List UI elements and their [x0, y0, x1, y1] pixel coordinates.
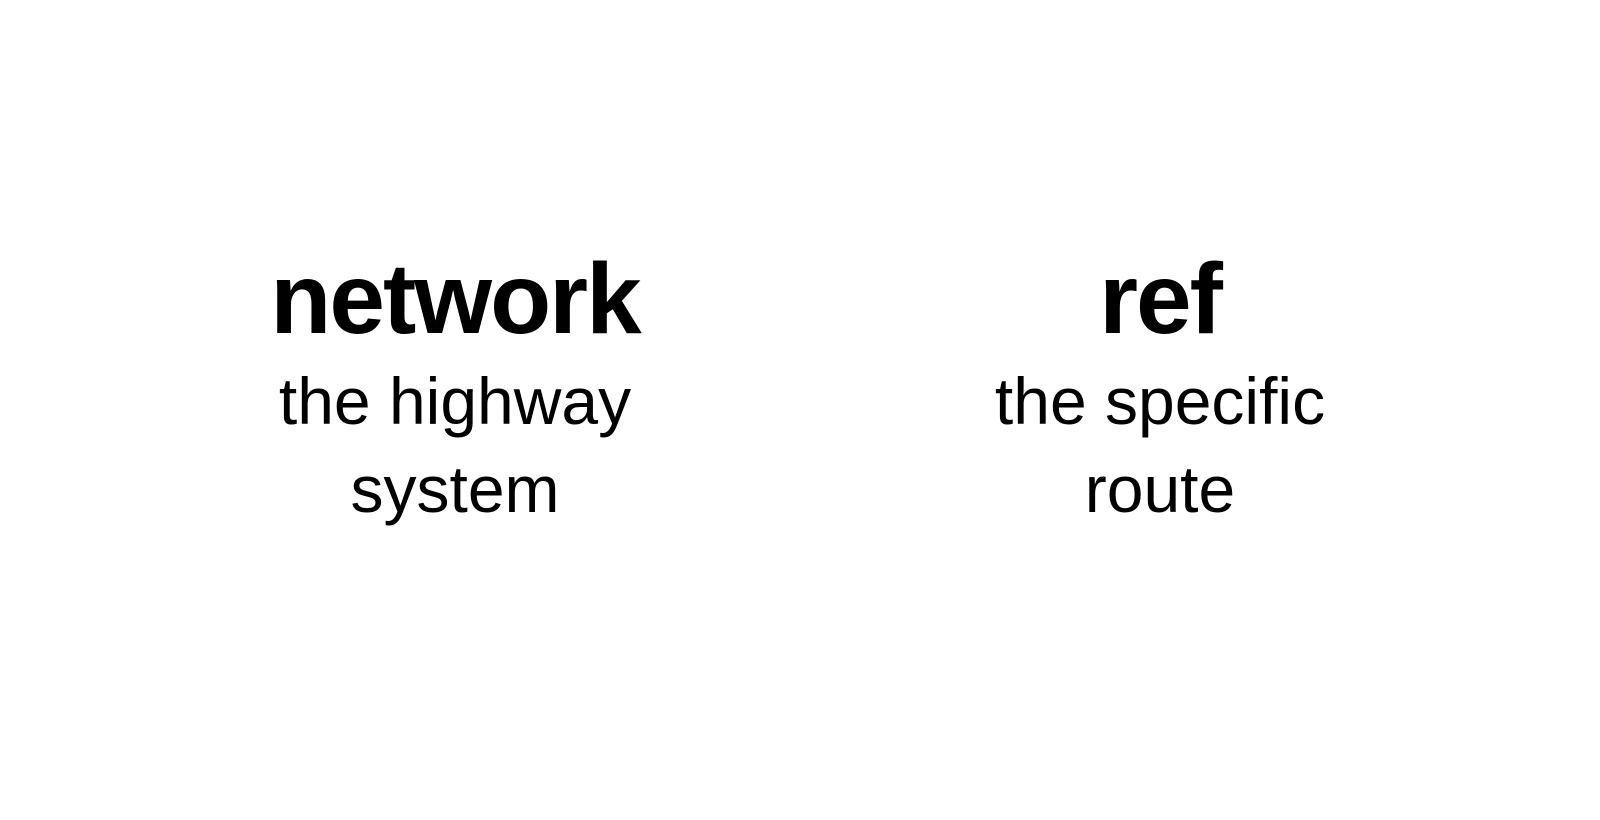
- term-description: the specific route: [900, 357, 1420, 533]
- term-description-line: system: [350, 452, 560, 526]
- term-network: network the highway system: [195, 245, 715, 533]
- term-description-line: route: [1084, 452, 1236, 526]
- term-title: ref: [1099, 243, 1223, 355]
- term-description-line: the specific: [994, 364, 1326, 438]
- term-description-line: the highway: [278, 364, 632, 438]
- term-description: the highway system: [195, 357, 715, 533]
- term-ref: ref the specific route: [900, 245, 1420, 533]
- term-title: network: [270, 243, 641, 355]
